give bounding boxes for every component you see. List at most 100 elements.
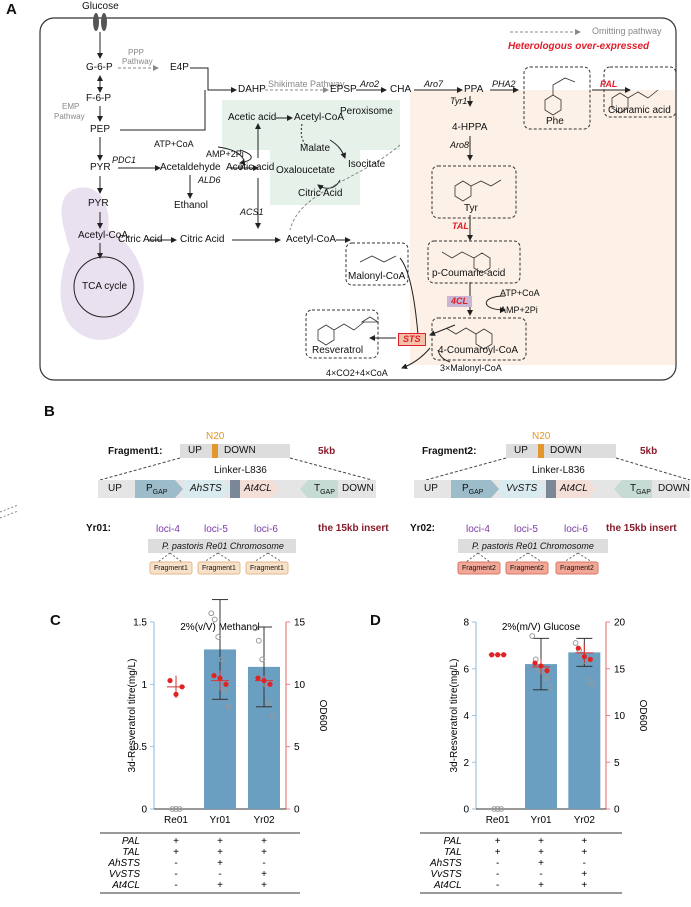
heterologous-region xyxy=(410,90,675,365)
f1-down-2: DOWN xyxy=(342,483,374,494)
oxaloacetate-label: Oxaloucetate xyxy=(276,165,335,176)
y2-axis-title: OD600 xyxy=(317,700,328,732)
atp-coa-label: ATP+CoA xyxy=(154,139,194,149)
yr01-label: Yr01: xyxy=(86,523,112,534)
f1-pgap: PGAP xyxy=(146,483,168,497)
gene-cell: + xyxy=(581,869,587,880)
yr01-frag-c: Fragment1 xyxy=(250,565,284,572)
f1-up-2: UP xyxy=(108,483,122,494)
gene-cell: - xyxy=(539,869,542,880)
titre-point xyxy=(583,658,589,665)
od-point xyxy=(489,652,495,658)
y2-tick-label: 5 xyxy=(614,758,620,769)
hetero-legend: Heterologous over-expressed xyxy=(508,41,650,52)
emp-label-2: Pathway xyxy=(54,112,85,121)
y-tick-label: 1 xyxy=(141,680,147,691)
px-acetyl-label: Acetyl-CoA xyxy=(294,112,345,123)
aro7-label: Aro7 xyxy=(424,79,444,89)
bar xyxy=(568,652,601,809)
acs1-label: ACS1 xyxy=(240,207,264,217)
f2-vvsts: VvSTS xyxy=(506,483,538,494)
category-label: Re01 xyxy=(486,815,510,826)
malonyl3-label: 3×Malonyl-CoA xyxy=(440,363,502,373)
f1-tgap: TGAP xyxy=(314,483,335,497)
peroxisome-label: Peroxisome xyxy=(340,106,393,117)
yr01-loci4: loci-4 xyxy=(156,524,180,535)
tyr-label: Tyr xyxy=(464,203,478,214)
epsp-label: EPSP xyxy=(330,84,357,95)
y2-tick-label: 10 xyxy=(294,680,306,691)
od-point xyxy=(261,677,267,684)
gene-cell: + xyxy=(217,858,223,869)
f1-up: UP xyxy=(188,445,202,456)
titre-point xyxy=(215,634,222,640)
yr02-frag-a: Fragment2 xyxy=(462,565,496,572)
category-label: Yr01 xyxy=(530,815,552,826)
gene-cell: + xyxy=(581,836,587,847)
yr02-frag-c: Fragment2 xyxy=(560,565,594,572)
gene-cell: + xyxy=(495,847,501,858)
pyr-label: PYR xyxy=(90,162,111,173)
panel-label-a: A xyxy=(6,1,17,18)
px-acetic-label: Acetic acid xyxy=(228,112,277,123)
y-tick-label: 2 xyxy=(463,758,469,769)
yr01-loci5: loci-5 xyxy=(204,524,228,535)
titre-point xyxy=(498,806,505,812)
resveratrol-label: Resveratrol xyxy=(312,345,364,356)
ald6-label: ALD6 xyxy=(198,175,221,185)
gene-name: TAL xyxy=(444,847,462,858)
gene-name: At4CL xyxy=(433,880,462,891)
f1-down: DOWN xyxy=(224,445,256,456)
gene-cell: - xyxy=(262,858,265,869)
titre-point xyxy=(266,700,273,706)
y-tick-label: 4 xyxy=(463,711,469,722)
y-tick-label: 0.5 xyxy=(133,742,147,753)
peroxisome-region xyxy=(222,100,400,205)
ethanol-label: Ethanol xyxy=(174,200,208,211)
gene-cell: + xyxy=(538,858,544,869)
titre-point xyxy=(546,684,553,691)
p-coumaric-label: p-Coumaric-acid xyxy=(432,268,506,279)
phe-label: Phe xyxy=(546,116,564,127)
4cl-label: 4CL xyxy=(447,296,473,307)
hppa-label: 4-HPPA xyxy=(452,122,488,133)
od-point xyxy=(223,681,229,687)
gene-name: VvSTS xyxy=(431,869,462,880)
gene-cell: - xyxy=(496,869,499,880)
citric-acid-label: Citric Acid xyxy=(180,234,225,245)
gene-cell: + xyxy=(538,836,544,847)
f6p-label: F-6-P xyxy=(86,93,111,104)
chart-title: 2%(m/V) Glucose xyxy=(502,622,581,633)
yr02-loci5: loci-5 xyxy=(514,524,538,535)
ppp-label-2: Pathway xyxy=(122,57,153,66)
acetaldehyde-label: Acetaldehyde xyxy=(160,162,221,173)
pep-label: PEP xyxy=(90,124,111,135)
f1-at4cl: At4CL xyxy=(244,483,272,494)
px-citric-label: Citric Acid xyxy=(298,188,343,199)
gene-cell: - xyxy=(174,869,177,880)
gene-cell: - xyxy=(496,858,499,869)
od-point xyxy=(167,677,173,684)
f2-down-2: DOWN xyxy=(658,483,690,494)
y2-axis-title: OD600 xyxy=(637,700,648,732)
co2-label: 4×CO2+4×CoA xyxy=(326,368,388,378)
od-point xyxy=(173,691,179,697)
titre-point xyxy=(572,640,579,646)
fragment1-label: Fragment1: xyxy=(108,446,163,457)
gene-cell: + xyxy=(173,836,179,847)
gene-cell: + xyxy=(581,880,587,891)
gene-name: AhSTS xyxy=(107,858,140,869)
yr01-frag-b: Fragment1 xyxy=(202,565,236,572)
aro8-label: Aro8 xyxy=(450,140,470,150)
od-point xyxy=(495,652,501,658)
y2-tick-label: 5 xyxy=(294,742,300,753)
pyr-mito-label: PYR xyxy=(88,198,109,209)
gene-cell: + xyxy=(261,880,267,891)
od-point xyxy=(532,660,538,666)
gene-cell: + xyxy=(261,869,267,880)
pha2-label: PHA2 xyxy=(492,79,516,89)
gene-cell: + xyxy=(261,836,267,847)
emp-label: EMP xyxy=(62,102,80,111)
